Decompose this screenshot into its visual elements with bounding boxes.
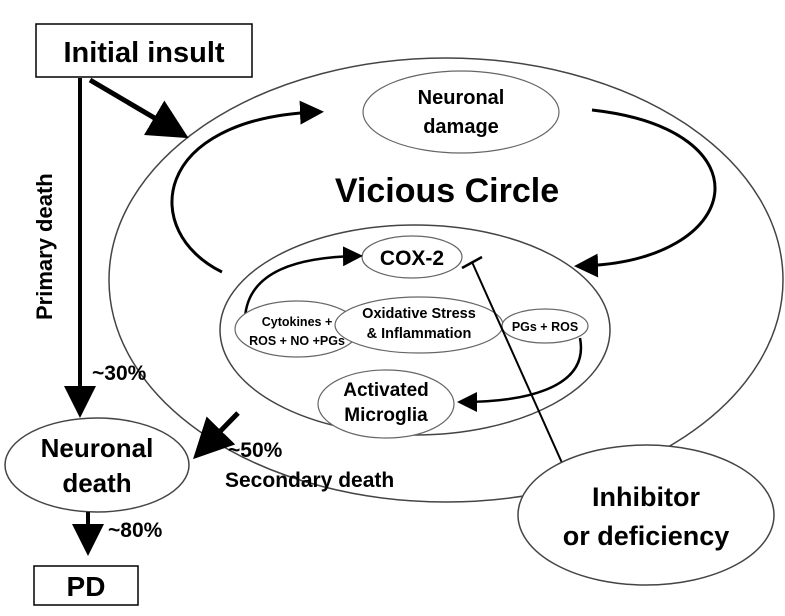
- neuronal-damage-label-line2: damage: [423, 116, 499, 138]
- neuronal-death-node: [4, 417, 190, 513]
- pgs-ros-label: PGs + ROS: [512, 320, 578, 334]
- pct-80-label: ~80%: [108, 519, 163, 542]
- inner-arrow-to-microglia: [457, 337, 583, 412]
- oxidative-stress-label-line2: & Inflammation: [367, 326, 472, 342]
- inhibitor-node: [517, 444, 775, 586]
- pd-label: PD: [67, 571, 106, 602]
- inhibition-bar: [461, 255, 483, 270]
- initial-insult-label: Initial insult: [63, 37, 224, 69]
- activated-microglia-label-line2: Microglia: [344, 405, 428, 426]
- cytokines-label-line1: Cytokines +: [262, 315, 333, 329]
- activated-microglia-label-line1: Activated: [343, 380, 429, 401]
- activated-microglia-node: [317, 369, 455, 439]
- pd-box: [33, 565, 139, 606]
- secondary-death-arrow: [193, 411, 240, 460]
- vicious-circle-title: Vicious Circle: [335, 172, 559, 210]
- loop-arrow-left: [170, 100, 324, 274]
- inhibitor-label-line1: Inhibitor: [592, 482, 700, 512]
- neuronal-death-label-line1: Neuronal: [41, 433, 154, 463]
- cytokines-label-line2: ROS + NO +PGs: [249, 334, 345, 348]
- insult-to-circle-arrow: [88, 77, 189, 139]
- neuronal-damage-label-line1: Neuronal: [418, 87, 505, 109]
- pgs-ros-node: [501, 308, 589, 344]
- inhibition-line: [471, 261, 568, 475]
- outer-ellipse: [108, 57, 784, 503]
- neuronal-damage-node: [362, 70, 560, 154]
- secondary-death-label: Secondary death: [225, 469, 394, 492]
- pct-30-label: ~30%: [92, 362, 147, 385]
- inhibitor-label-line2: or deficiency: [563, 521, 730, 551]
- primary-death-label: Primary death: [32, 173, 57, 320]
- pct-50-label: ~50%: [228, 439, 283, 462]
- neuronal-death-label-line2: death: [62, 468, 131, 498]
- cox2-label: COX-2: [380, 247, 444, 270]
- oxidative-stress-label-line1: Oxidative Stress: [362, 306, 476, 322]
- initial-insult-box: [35, 23, 253, 78]
- loop-arrow-right: [574, 108, 717, 278]
- inner-arrow-to-cox2: [243, 246, 363, 319]
